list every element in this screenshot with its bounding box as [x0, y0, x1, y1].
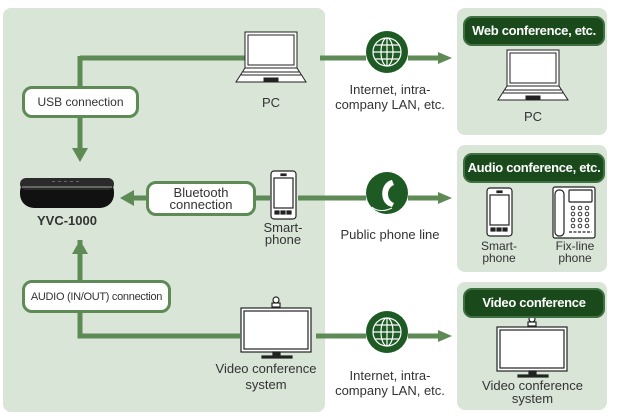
bluetooth-connection-label: Bluetooth connection [146, 181, 256, 216]
smartphone-label-line1: Smart- [263, 220, 303, 235]
internet-label-2-line1: Internet, intra- [349, 368, 431, 383]
arrow-right-icon [438, 330, 452, 342]
vcs-label-line1: Video conference [215, 361, 317, 376]
internet-label-1-line2: company LAN, etc. [335, 97, 445, 112]
arrow-right-icon [438, 192, 452, 204]
smartphone-label-line2: phone [264, 232, 302, 247]
audio-connection-label: AUDIO (IN/OUT) connection [22, 280, 171, 313]
internet-label-1: Internet, intra- company LAN, etc. [330, 82, 450, 112]
video-conference-monitor-icon [240, 296, 312, 359]
public-phone-line-label: Public phone line [340, 227, 440, 242]
dest-smartphone-line1: Smart- [481, 239, 517, 253]
usb-connection-text: USB connection [37, 95, 124, 109]
dest-vcs-label: Video conference system [470, 379, 595, 405]
audio-conference-header: Audio conference, etc. [463, 153, 605, 183]
arrow-right-icon [438, 52, 452, 64]
dest-fixline-line2: phone [558, 251, 592, 265]
desk-phone-icon [552, 186, 596, 239]
audio-connection-text: AUDIO (IN/OUT) connection [30, 290, 163, 303]
speakerphone-icon [20, 178, 114, 208]
dest-fixline-label: Fix-line phone [549, 240, 601, 264]
device-name: YVC-1000 [37, 213, 97, 228]
dest-vcs-line1: Video conference [482, 378, 583, 393]
globe-icon [366, 31, 408, 73]
video-conference-monitor-icon [496, 315, 568, 378]
smartphone-label: Smart- phone [258, 220, 308, 247]
internet-label-2: Internet, intra- company LAN, etc. [330, 368, 450, 398]
vcs-label-line2: system [245, 377, 287, 392]
bluetooth-text-line1: Bluetooth [173, 184, 229, 200]
dest-smartphone-label: Smart- phone [474, 240, 524, 264]
phone-handset-icon [366, 172, 408, 214]
arrow-down-icon [72, 148, 88, 162]
arrow-left-icon [120, 190, 134, 206]
dest-fixline-line1: Fix-line [555, 239, 595, 253]
internet-label-1-line1: Internet, intra- [349, 82, 431, 97]
bluetooth-text-line2: connection [169, 196, 233, 212]
internet-label-2-line2: company LAN, etc. [335, 383, 445, 398]
dest-vcs-line2: system [511, 391, 554, 406]
globe-icon [366, 311, 408, 353]
web-conference-header: Web conference, etc. [463, 16, 605, 46]
video-conference-header: Video conference [463, 288, 605, 318]
audio-line-lower [77, 313, 240, 339]
arrow-up-icon [72, 240, 88, 254]
laptop-icon [235, 31, 307, 83]
vcs-label: Video conference system [206, 361, 326, 393]
laptop-icon [497, 49, 569, 101]
pc-label: PC [261, 95, 281, 110]
dest-smartphone-line2: phone [482, 251, 516, 265]
smartphone-icon [270, 170, 297, 220]
smartphone-icon [486, 187, 513, 237]
dest-pc-label: PC [523, 109, 543, 124]
usb-connection-label: USB connection [22, 86, 139, 118]
